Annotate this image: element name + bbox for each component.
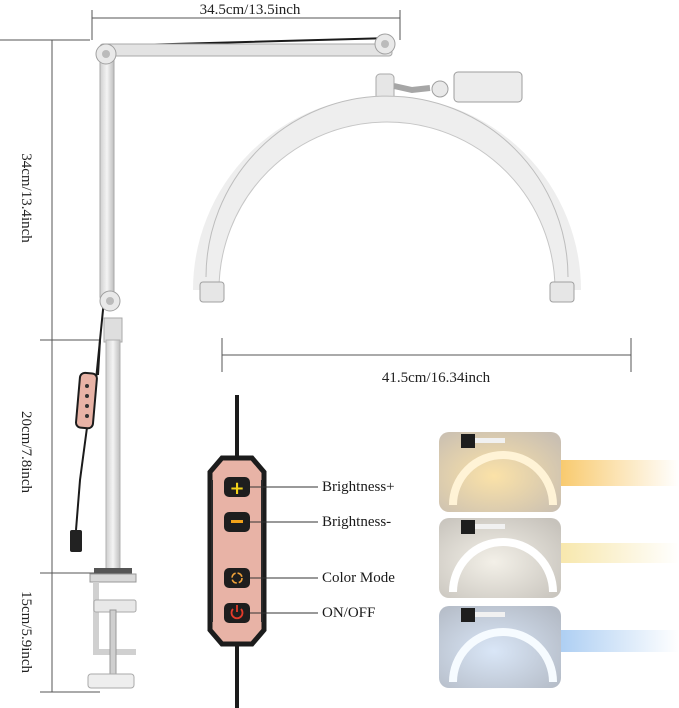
half-moon-light [193, 71, 581, 303]
color-mode-previews [439, 432, 679, 688]
brightness-minus-label: Brightness- [322, 514, 392, 530]
on-off-label: ON/OFF [322, 605, 376, 621]
plus-icon: + [229, 478, 244, 499]
color-mode-label: Color Mode [322, 570, 395, 586]
dimension-lines [0, 10, 632, 693]
minus-icon [231, 520, 243, 523]
power-button [224, 603, 250, 623]
pole-height-label: 20cm/7.8inch [18, 411, 34, 494]
color-mode-button [224, 568, 250, 588]
controller: + [207, 395, 318, 708]
warm-mode-preview [439, 432, 561, 512]
lamp-stand [70, 33, 396, 689]
power-icon [230, 605, 244, 620]
neutral-mode-preview [439, 518, 561, 598]
brightness-plus-label: Brightness+ [322, 479, 395, 495]
brightness-plus-button [224, 477, 250, 497]
lamp-width-label: 41.5cm/16.34inch [382, 370, 491, 386]
arm-width-label: 34.5cm/13.5inch [200, 2, 301, 18]
cool-mode-preview [439, 606, 561, 688]
clamp-height-label: 15cm/5.9inch [18, 591, 34, 674]
arm-height-label: 34cm/13.4inch [18, 153, 34, 243]
color-mode-icon [231, 572, 243, 584]
